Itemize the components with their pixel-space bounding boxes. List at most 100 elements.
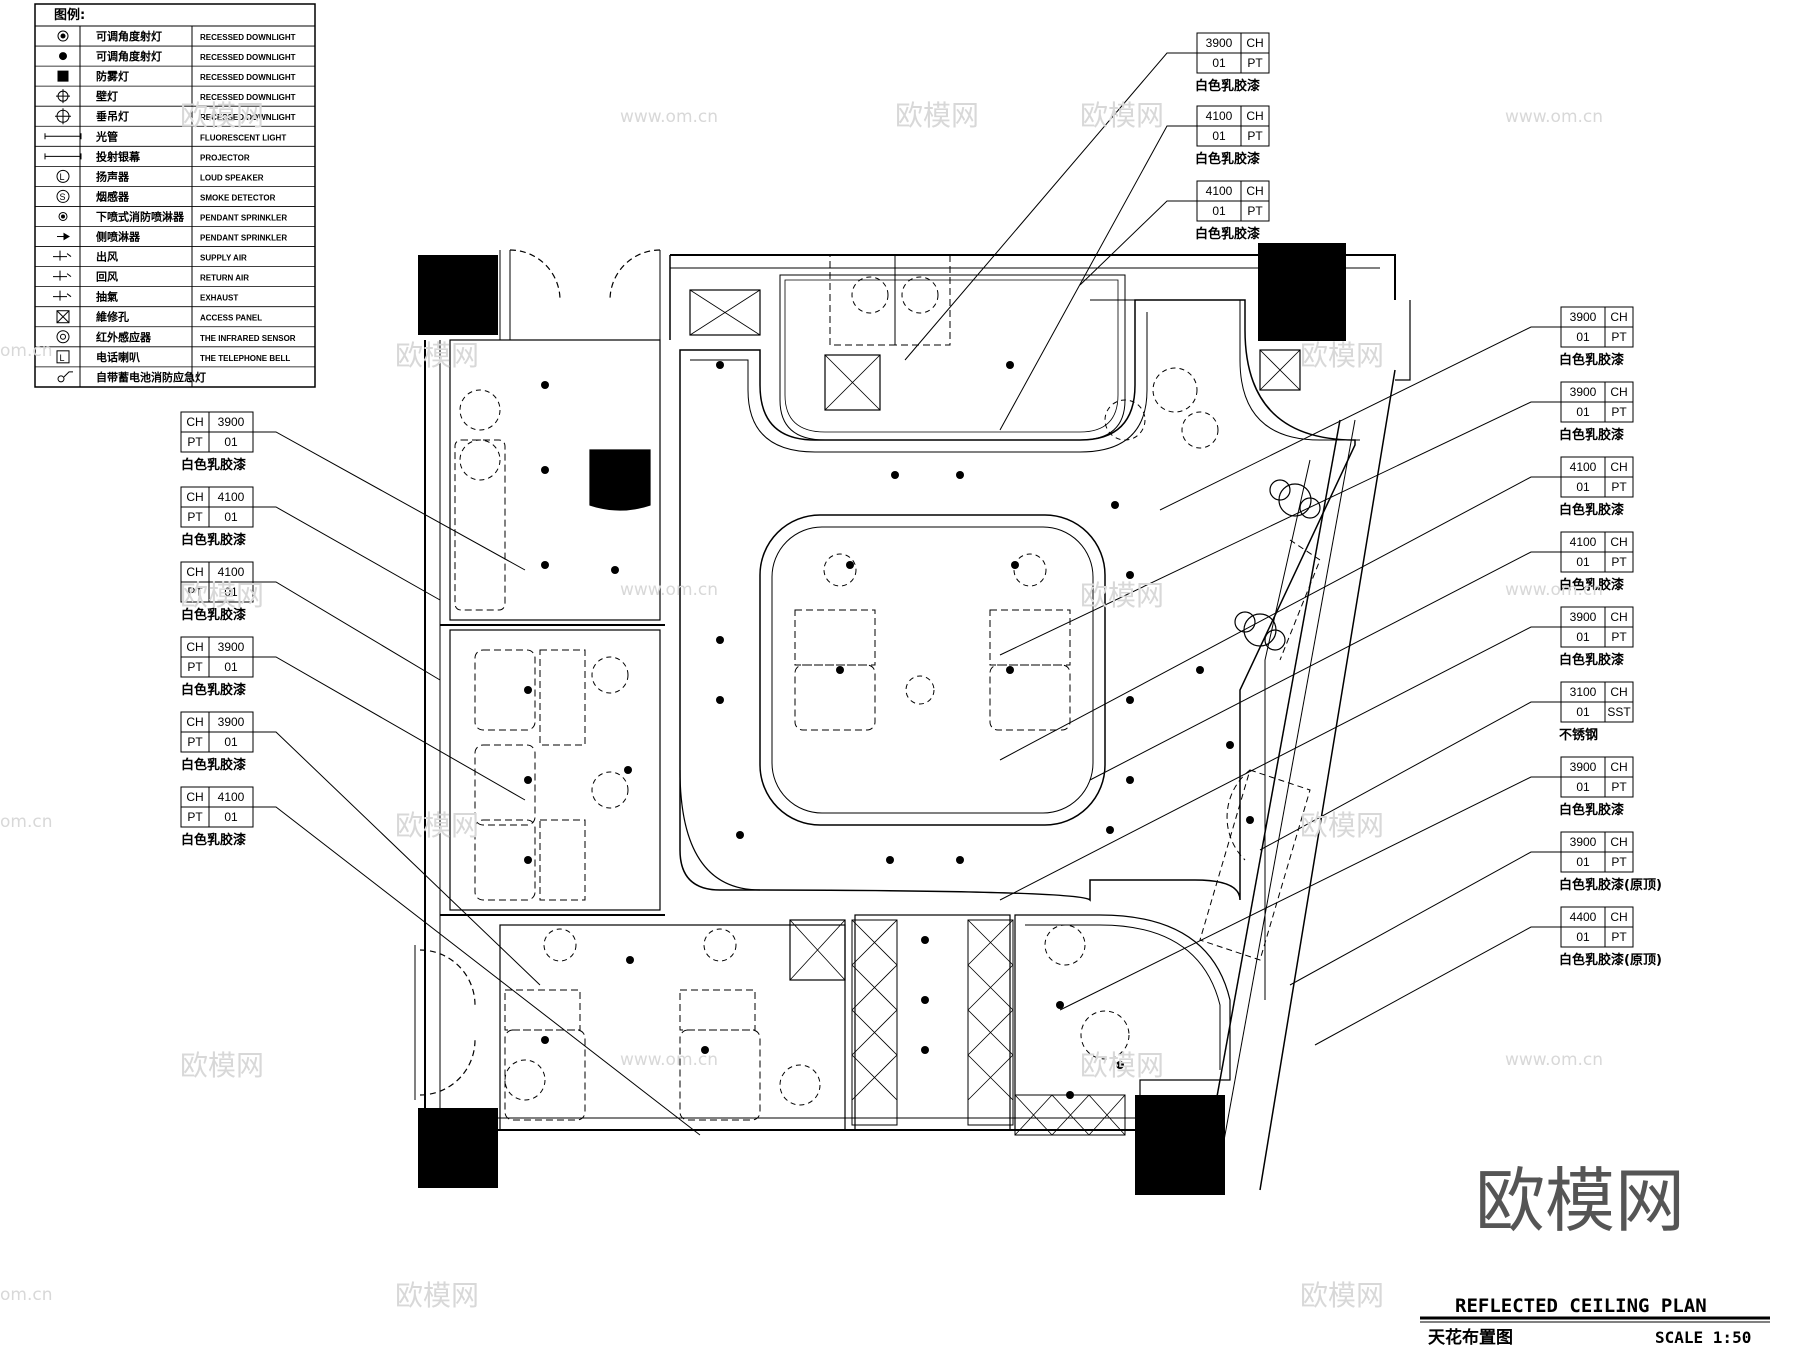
tag-pt-value: 01 (1576, 405, 1590, 419)
telephone-bell-icon: L (56, 350, 70, 364)
downlight-dot (524, 686, 532, 694)
tag-material-label: 白色乳胶漆 (1559, 802, 1624, 818)
watermark-url: www.om.cn (620, 1050, 718, 1070)
watermark-small: 欧模网 (395, 1279, 479, 1312)
tag-ch-value: 4100 (218, 490, 245, 504)
legend-label-cn: 回风 (96, 270, 118, 284)
legend-label-en: RECESSED DOWNLIGHT (200, 73, 296, 82)
tag-pt-value: 01 (224, 660, 238, 674)
downlight-dot (891, 471, 899, 479)
tag-pt-value: 01 (1576, 705, 1590, 719)
tag-pt-label: PT (187, 660, 203, 674)
downlight-dot (1126, 776, 1134, 784)
downlight-dot (626, 956, 634, 964)
legend-label-cn: 自带蓄电池消防应急灯 (96, 370, 206, 384)
downlight-dot (846, 561, 854, 569)
tag-ch-value: 3900 (218, 415, 245, 429)
legend-label-en: THE INFRARED SENSOR (200, 334, 296, 343)
legend-label-en: EXHAUST (200, 294, 238, 303)
tag-ch-label: CH (1610, 460, 1627, 474)
tag-ch-label: CH (186, 640, 203, 654)
tag-ch-label: CH (1246, 36, 1263, 50)
watermark-small: 欧模网 (1080, 1049, 1164, 1082)
tag-ch-label: CH (1610, 910, 1627, 924)
tag-ch-value: 3900 (218, 640, 245, 654)
tag-pt-label: PT (187, 435, 203, 449)
tag-ch-label: CH (186, 715, 203, 729)
smoke-detector-icon: S (56, 189, 70, 203)
tag-pt-value: 01 (1212, 204, 1226, 218)
downlight-dot (611, 566, 619, 574)
tag-ch-label: CH (1610, 385, 1627, 399)
exhaust-icon (53, 290, 72, 301)
legend-label-en: RECESSED DOWNLIGHT (200, 33, 296, 42)
downlight-dot (716, 636, 724, 644)
tag-ch-value: 4100 (1570, 535, 1597, 549)
tag-material-label: 白色乳胶漆 (1559, 427, 1624, 443)
tag-ch-value: 3900 (1206, 36, 1233, 50)
tag-ch-label: CH (186, 790, 203, 804)
tag-ch-value: 4100 (218, 790, 245, 804)
legend-label-cn: 抽氣 (96, 290, 118, 304)
tag-pt-label: PT (187, 735, 203, 749)
downlight-dot (836, 666, 844, 674)
tag-material-label: 白色乳胶漆 (1195, 78, 1260, 94)
tag-leader-lines (253, 52, 1561, 1136)
tag-ch-label: CH (1610, 685, 1627, 699)
tag-pt-value: 01 (224, 585, 238, 599)
legend-label-cn: 垂吊灯 (96, 109, 129, 123)
tag-pt-value: 01 (1576, 930, 1590, 944)
recessed-downlight-dot-icon (59, 52, 67, 61)
tag-pt-value: 01 (1576, 555, 1590, 569)
tag-code: PT (1611, 555, 1627, 569)
downlight-dot (1111, 501, 1119, 509)
legend-label-en: RECESSED DOWNLIGHT (200, 53, 296, 62)
light-tube-icon (44, 133, 82, 140)
tag-pt-label: PT (187, 810, 203, 824)
tag-code: PT (1611, 855, 1627, 869)
watermark-small: 欧模网 (395, 809, 479, 842)
tag-ch-value: 3900 (1570, 760, 1597, 774)
downlight-dot (1116, 1061, 1124, 1069)
tag-pt-value: 01 (1212, 56, 1226, 70)
legend-label-cn: 可调角度射灯 (96, 29, 162, 43)
legend-label-en: RETURN AIR (200, 274, 249, 283)
tag-pt-value: 01 (1576, 480, 1590, 494)
recessed-downlight-ring-icon (57, 30, 69, 42)
tag-pt-value: 01 (224, 435, 238, 449)
watermark-url: www.om.cn (1505, 1050, 1603, 1070)
watermark-url-partial: om.cn (0, 812, 53, 832)
legend-label-cn: 扬声器 (96, 169, 130, 183)
tag-material-label: 白色乳胶漆 (1559, 577, 1624, 593)
downlight-dot (1196, 666, 1204, 674)
tag-material-label: 白色乳胶漆 (1559, 652, 1624, 668)
tag-ch-label: CH (1610, 535, 1627, 549)
tag-material-label: 白色乳胶漆 (181, 682, 246, 698)
legend-label-en: PROJECTOR (200, 153, 250, 162)
watermark-url: www.om.cn (1505, 580, 1603, 600)
tag-code: PT (1611, 780, 1627, 794)
access-panel-icon (56, 310, 70, 324)
tag-pt-value: 01 (1576, 855, 1590, 869)
title-cn: 天花布置图 (1428, 1327, 1513, 1347)
legend-label-cn: 烟感器 (96, 189, 130, 203)
fog-light-icon (57, 70, 69, 82)
downlight-dot (1126, 571, 1134, 579)
tag-material-label: 不锈钢 (1559, 727, 1598, 743)
emergency-light-icon (57, 371, 73, 383)
legend-label-cn: 防雾灯 (96, 69, 129, 83)
projector-screen-icon (44, 153, 82, 160)
downlight-dot (1056, 1001, 1064, 1009)
legend-label-cn: 可调角度射灯 (96, 49, 162, 63)
watermarks: 欧模网欧模网欧模网欧模网欧模网欧模网欧模网欧模网欧模网欧模网欧模网欧模网欧模网w… (0, 99, 1685, 1312)
tag-code: PT (1611, 405, 1627, 419)
